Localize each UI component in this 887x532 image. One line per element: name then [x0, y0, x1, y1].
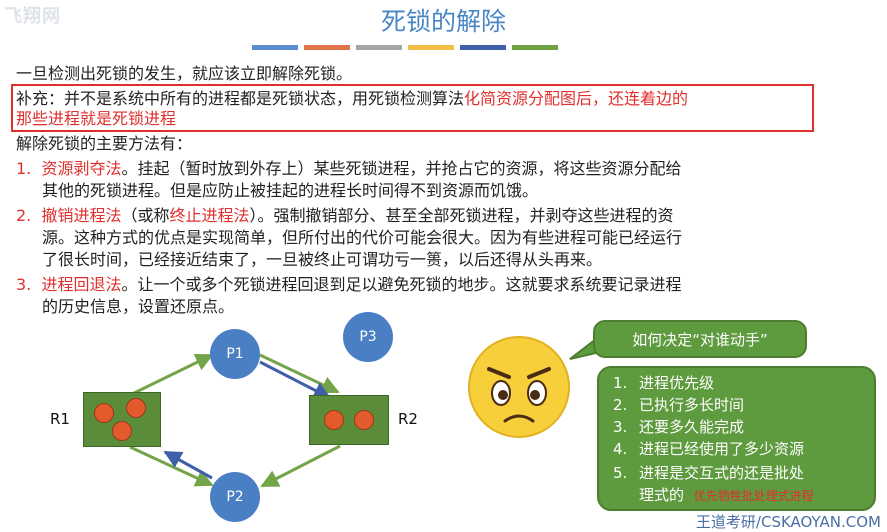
method-3-name: 进程回退法 — [41, 275, 122, 294]
process-node-p3: P3 — [343, 312, 393, 362]
color-bar — [356, 45, 402, 50]
p2-label: P2 — [226, 489, 244, 505]
method-2-alt-name: 终止进程法 — [169, 206, 250, 225]
resource-instance — [324, 410, 344, 430]
note-line-1: 补充：并不是系统中所有的进程都是死锁状态，用死锁检测算法化简资源分配图后，还连着… — [16, 89, 688, 109]
footer-brand: 王道考研/CSKAOYAN.COM — [695, 513, 881, 531]
color-bar-strip — [252, 45, 558, 50]
color-bar — [408, 45, 454, 50]
edge-p2-request-r1 — [163, 450, 213, 480]
resource-box-r1 — [83, 392, 161, 447]
method-3-number: 3. — [16, 275, 32, 294]
method-3-line-2: 的历史信息，设置还原点。 — [42, 297, 235, 316]
intro-line: 一旦检测出死锁的发生，就应该立即解除死锁。 — [16, 64, 353, 83]
edge-p1-r2 — [259, 353, 340, 394]
method-1-desc: 。挂起（暂时放到外存上）某些死锁进程，并抢占它的资源，将这些资源分配给 — [121, 159, 682, 178]
question-text: 如何决定“对谁动手” — [632, 330, 768, 349]
criteria-item: 1.进程优先级 — [613, 374, 715, 392]
resource-box-r2 — [309, 395, 389, 445]
resource-instance — [354, 410, 374, 430]
method-3-desc: 。让一个或多个死锁进程回退到足以避免死锁的地步。这就要求系统要记录进程 — [121, 275, 682, 294]
logo: 飞翔网 — [4, 6, 61, 27]
method-3-line-1: 3. 进程回退法。让一个或多个死锁进程回退到足以避免死锁的地步。这就要求系统要记… — [16, 275, 681, 295]
p3-label: P3 — [359, 329, 377, 345]
resource-instance — [112, 421, 132, 441]
r2-label: R2 — [398, 410, 418, 428]
method-2-desc: ）。强制撤销部分、甚至全部死锁进程，并剥夺这些进程的资 — [249, 206, 674, 225]
criteria-item: 2.已执行多长时间 — [613, 396, 745, 414]
r1-label: R1 — [50, 410, 70, 428]
color-bar — [304, 45, 350, 50]
criteria-item: 3.还要多久能完成 — [613, 418, 745, 436]
method-1-number: 1. — [16, 159, 32, 178]
method-2-number: 2. — [16, 206, 32, 225]
question-bubble: 如何决定“对谁动手” — [593, 320, 807, 358]
resource-instance — [126, 398, 146, 418]
resource-allocation-diagram — [129, 353, 341, 488]
method-2-mid: （或称 — [121, 206, 170, 225]
color-bar — [252, 45, 298, 50]
method-1-line-1: 1. 资源剥夺法。挂起（暂时放到外存上）某些死锁进程，并抢占它的资源，将这些资源… — [16, 159, 681, 179]
selection-criteria-box: 1.进程优先级 2.已执行多长时间 3.还要多久能完成 4.进程已经使用了多少资… — [597, 366, 876, 511]
edge-r1-p2 — [129, 445, 214, 487]
note-prefix: 补充：并不是系统中所有的进程都是死锁状态，用死锁检测算法 — [16, 89, 465, 108]
edge-r2-p2 — [260, 444, 341, 488]
edge-p1-request-r2 — [259, 360, 332, 400]
method-2-line-1: 2. 撤销进程法（或称终止进程法）。强制撤销部分、甚至全部死锁进程，并剥夺这些进… — [16, 206, 674, 226]
criteria-note: 优先牺牲批处理式进程 — [693, 489, 814, 503]
page-title: 死锁的解除 — [380, 7, 506, 36]
p1-label: P1 — [226, 346, 244, 362]
color-bar — [512, 45, 558, 50]
edge-r1-p1 — [129, 353, 214, 397]
method-2-line-3: 了很长时间，已经接近结束了，一旦被终止可谓功亏一篑，以后还得从头再来。 — [42, 250, 603, 269]
method-1-name: 资源剥夺法 — [41, 159, 122, 178]
resource-instance — [94, 403, 114, 423]
methods-heading: 解除死锁的主要方法有： — [16, 134, 193, 153]
method-2-name: 撤销进程法 — [41, 206, 122, 225]
method-1-line-2: 其他的死锁进程。但是应防止被挂起的进程长时间得不到资源而饥饿。 — [42, 181, 539, 200]
method-2-line-2: 源。这种方式的优点是实现简单，但所付出的代价可能会很大。因为有些进程可能已经运行 — [42, 228, 683, 247]
confused-face-icon — [468, 336, 570, 438]
process-node-p2: P2 — [210, 472, 260, 522]
criteria-item: 4.进程已经使用了多少资源 — [613, 440, 805, 458]
process-node-p1: P1 — [210, 329, 260, 379]
note-highlight-box — [11, 84, 814, 132]
criteria-item-continued: 理式的 优先牺牲批处理式进程 — [639, 486, 814, 504]
note-line-2: 那些进程就是死锁进程 — [16, 109, 177, 128]
color-bar — [460, 45, 506, 50]
note-highlight-1: 化简资源分配图后，还连着边的 — [464, 89, 689, 108]
criteria-item: 5.进程是交互式的还是批处 — [613, 464, 805, 482]
